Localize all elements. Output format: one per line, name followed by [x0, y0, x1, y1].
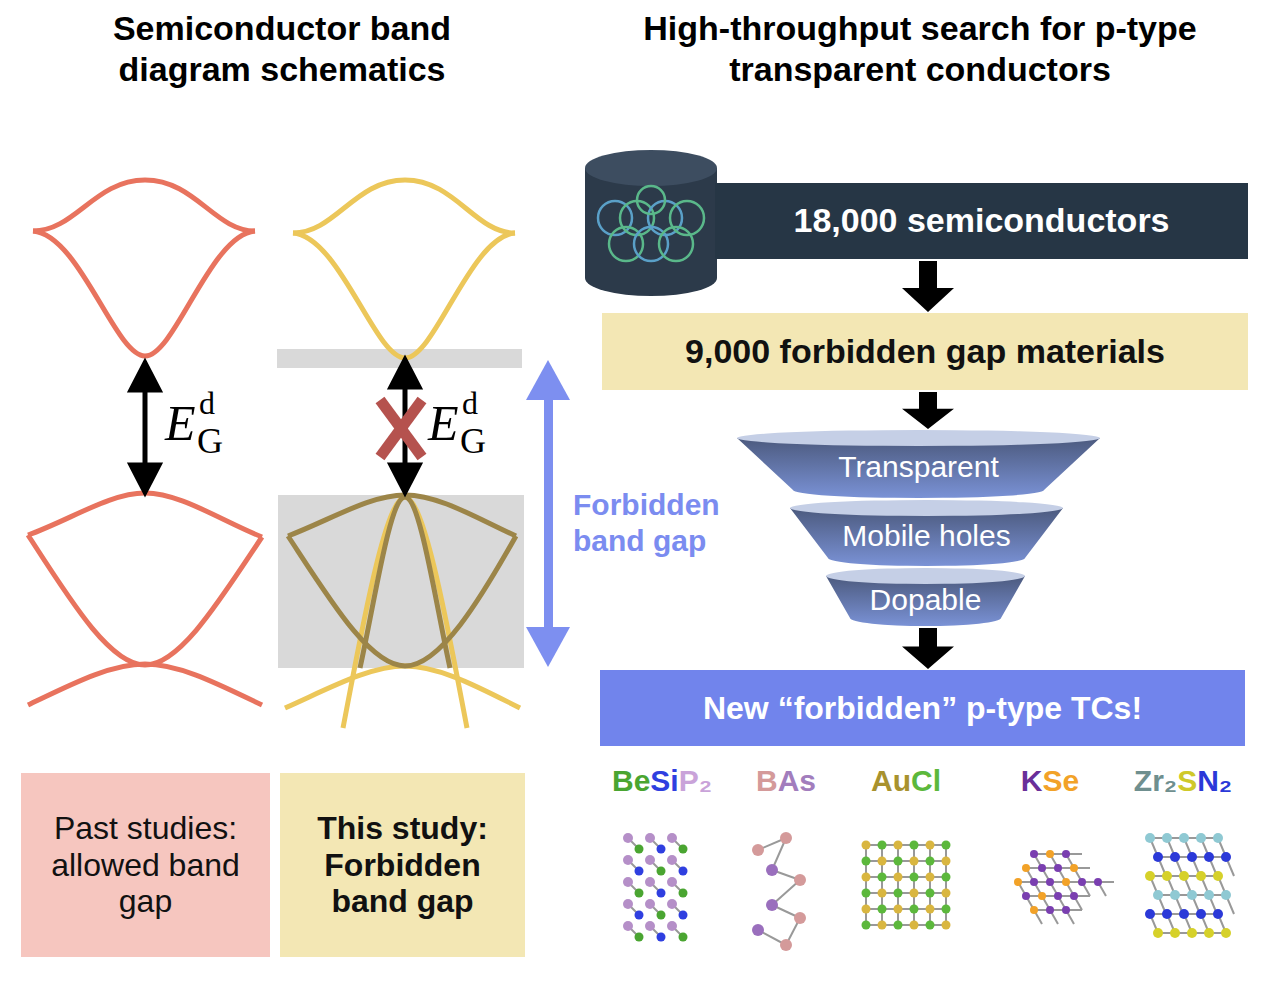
flow-arrow [902, 628, 954, 669]
element-symbol: Cl [911, 764, 941, 798]
element-symbol: P₂ [679, 764, 712, 798]
element-symbol: Au [871, 764, 911, 798]
panel-title: High-throughput search for p-type transp… [610, 8, 1230, 90]
funnel-stage: Mobile holes [790, 500, 1063, 566]
caption-box: Past studies: allowed band gap [21, 773, 270, 957]
formula: AuCl [871, 764, 941, 798]
element-symbol: B [756, 764, 778, 798]
symbol-superscript: d [199, 384, 215, 422]
element-symbol: As [778, 764, 816, 798]
symbol-superscript: d [462, 384, 478, 422]
element-symbol: Zr₂ [1134, 764, 1177, 798]
funnel-stage: Dopable [826, 568, 1025, 626]
element-symbol: K [1021, 764, 1043, 798]
filter-box: 9,000 forbidden gap materials [602, 313, 1248, 390]
funnel-stage: Transparent [737, 430, 1100, 498]
node-text: Dopable [870, 583, 982, 618]
node-text: Mobile holes [842, 519, 1010, 554]
node-text: Transparent [838, 450, 999, 485]
element-symbol: Si [650, 764, 678, 798]
formula: BAs [756, 764, 816, 798]
forbidden-gap-arrow [526, 360, 570, 667]
node-text: Past studies: allowed band gap [33, 810, 258, 920]
database-icon [585, 150, 717, 296]
forbidden-band-curves [285, 180, 520, 728]
node-text: This study: Forbidden band gap [292, 810, 513, 920]
symbol-letter: E [428, 393, 459, 453]
formula: KSe [1021, 764, 1079, 798]
allowed-band-curves [28, 180, 262, 705]
element-symbol: S [1177, 764, 1197, 798]
dataset-box: 18,000 semiconductors [715, 183, 1248, 259]
flow-arrow [902, 261, 954, 312]
node-text: 18,000 semiconductors [793, 201, 1169, 240]
formula: Zr₂SN₂ [1134, 764, 1232, 798]
formula: BeSiP₂ [612, 764, 712, 798]
gap-label: Forbidden band gap [573, 487, 763, 559]
gap-arrow [131, 360, 419, 492]
panel-title: Semiconductor band diagram schematics [57, 8, 507, 90]
flow-arrow [902, 392, 954, 429]
element-symbol: Be [612, 764, 650, 798]
symbol-letter: E [165, 393, 196, 453]
symbol-subscript: G [460, 420, 486, 463]
crystal-structures [623, 832, 1234, 951]
cross-mark [380, 400, 422, 457]
symbol-subscript: G [197, 420, 223, 463]
element-symbol: N₂ [1197, 764, 1232, 798]
node-text: 9,000 forbidden gap materials [685, 332, 1165, 371]
caption-box: This study: Forbidden band gap [280, 773, 525, 957]
result-box: New “forbidden” p-type TCs! [600, 670, 1245, 746]
element-symbol: Se [1042, 764, 1079, 798]
node-text: New “forbidden” p-type TCs! [703, 690, 1142, 727]
